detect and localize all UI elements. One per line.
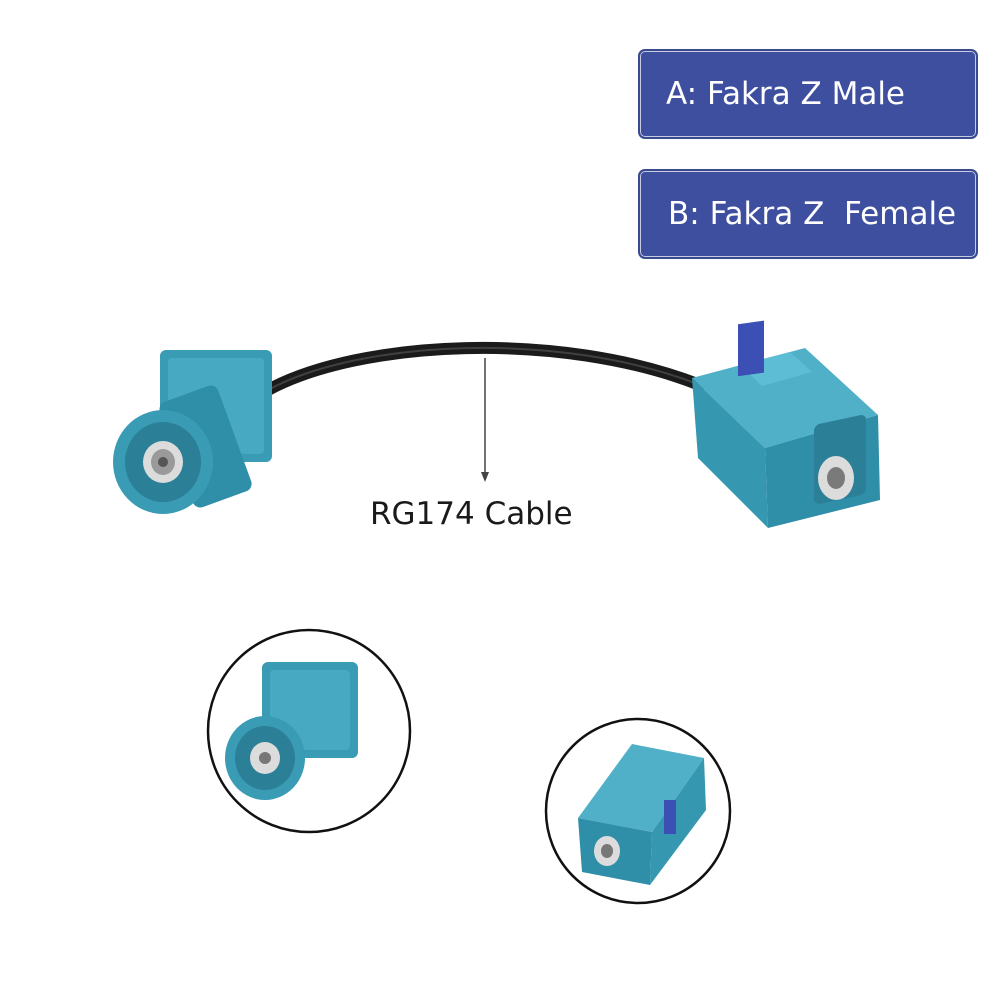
label-box-b: B: Fakra Z Female (638, 169, 978, 259)
label-box-a: A: Fakra Z Male (638, 49, 978, 139)
cable-pointer-arrow (481, 358, 489, 482)
fakra-female-connector (692, 320, 880, 528)
fakra-male-connector (113, 350, 272, 514)
male-detail-circle (206, 628, 412, 834)
label-a-text: A: Fakra Z Male (666, 76, 906, 112)
rg174-cable (262, 341, 706, 396)
female-detail-circle (544, 717, 732, 905)
label-b-text: B: Fakra Z Female (668, 196, 957, 232)
cable-label: RG174 Cable (370, 496, 573, 532)
